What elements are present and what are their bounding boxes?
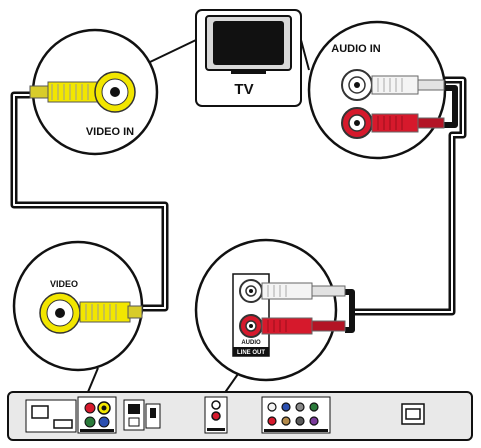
player-white-audio-jack <box>239 279 263 303</box>
audio-in-label: AUDIO IN <box>331 43 381 55</box>
player-yellow-video-jack <box>39 292 81 334</box>
video-cable-core <box>13 94 166 309</box>
player-video-magnifier: VIDEO <box>12 240 144 393</box>
player-video-label: VIDEO <box>50 279 78 289</box>
tv-audio-in-magnifier: AUDIO IN <box>300 20 447 160</box>
tv-label: TV <box>234 81 253 98</box>
audio-cable-core <box>350 79 464 313</box>
player-audio-magnifier: AUDIO LINE OUT <box>194 238 346 395</box>
player-yellow-rca-plug <box>79 301 143 323</box>
player-white-rca-plug <box>261 282 346 300</box>
tv-white-rca-plug <box>371 75 445 95</box>
yellow-rca-plug <box>29 81 99 103</box>
player-red-rca-plug <box>261 317 346 335</box>
audio-cable-lower-tv <box>440 85 458 128</box>
tv-white-audio-jack <box>341 69 373 101</box>
player-red-audio-jack <box>239 314 263 338</box>
video-in-label: VIDEO IN <box>86 126 134 138</box>
tv-red-rca-plug <box>371 113 445 133</box>
audio-cable-upper <box>345 289 355 333</box>
tv-video-in-magnifier: VIDEO IN <box>29 28 197 156</box>
tv-red-audio-jack <box>341 107 373 139</box>
yellow-video-jack <box>94 71 136 113</box>
player-line-out-label: LINE OUT <box>237 350 265 356</box>
player-back-panel <box>7 391 473 441</box>
tv: TV <box>195 9 302 107</box>
player-audio-label: AUDIO <box>241 340 261 346</box>
